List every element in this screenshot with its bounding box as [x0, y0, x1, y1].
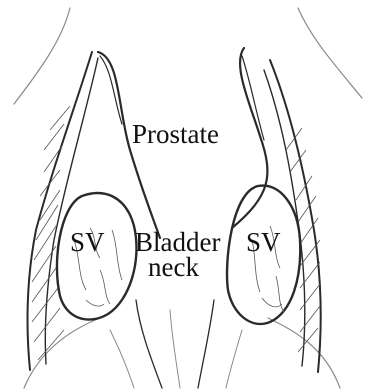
label-prostate: Prostate	[132, 119, 219, 149]
label-sv-left: SV	[70, 227, 105, 257]
label-sv-right: SV	[246, 227, 281, 257]
label-neck: neck	[148, 252, 199, 282]
left-lateral-wall	[28, 52, 98, 370]
right-lateral-wall	[264, 60, 321, 372]
bladder-neck-lines	[110, 300, 242, 388]
outer-contours	[14, 8, 362, 388]
